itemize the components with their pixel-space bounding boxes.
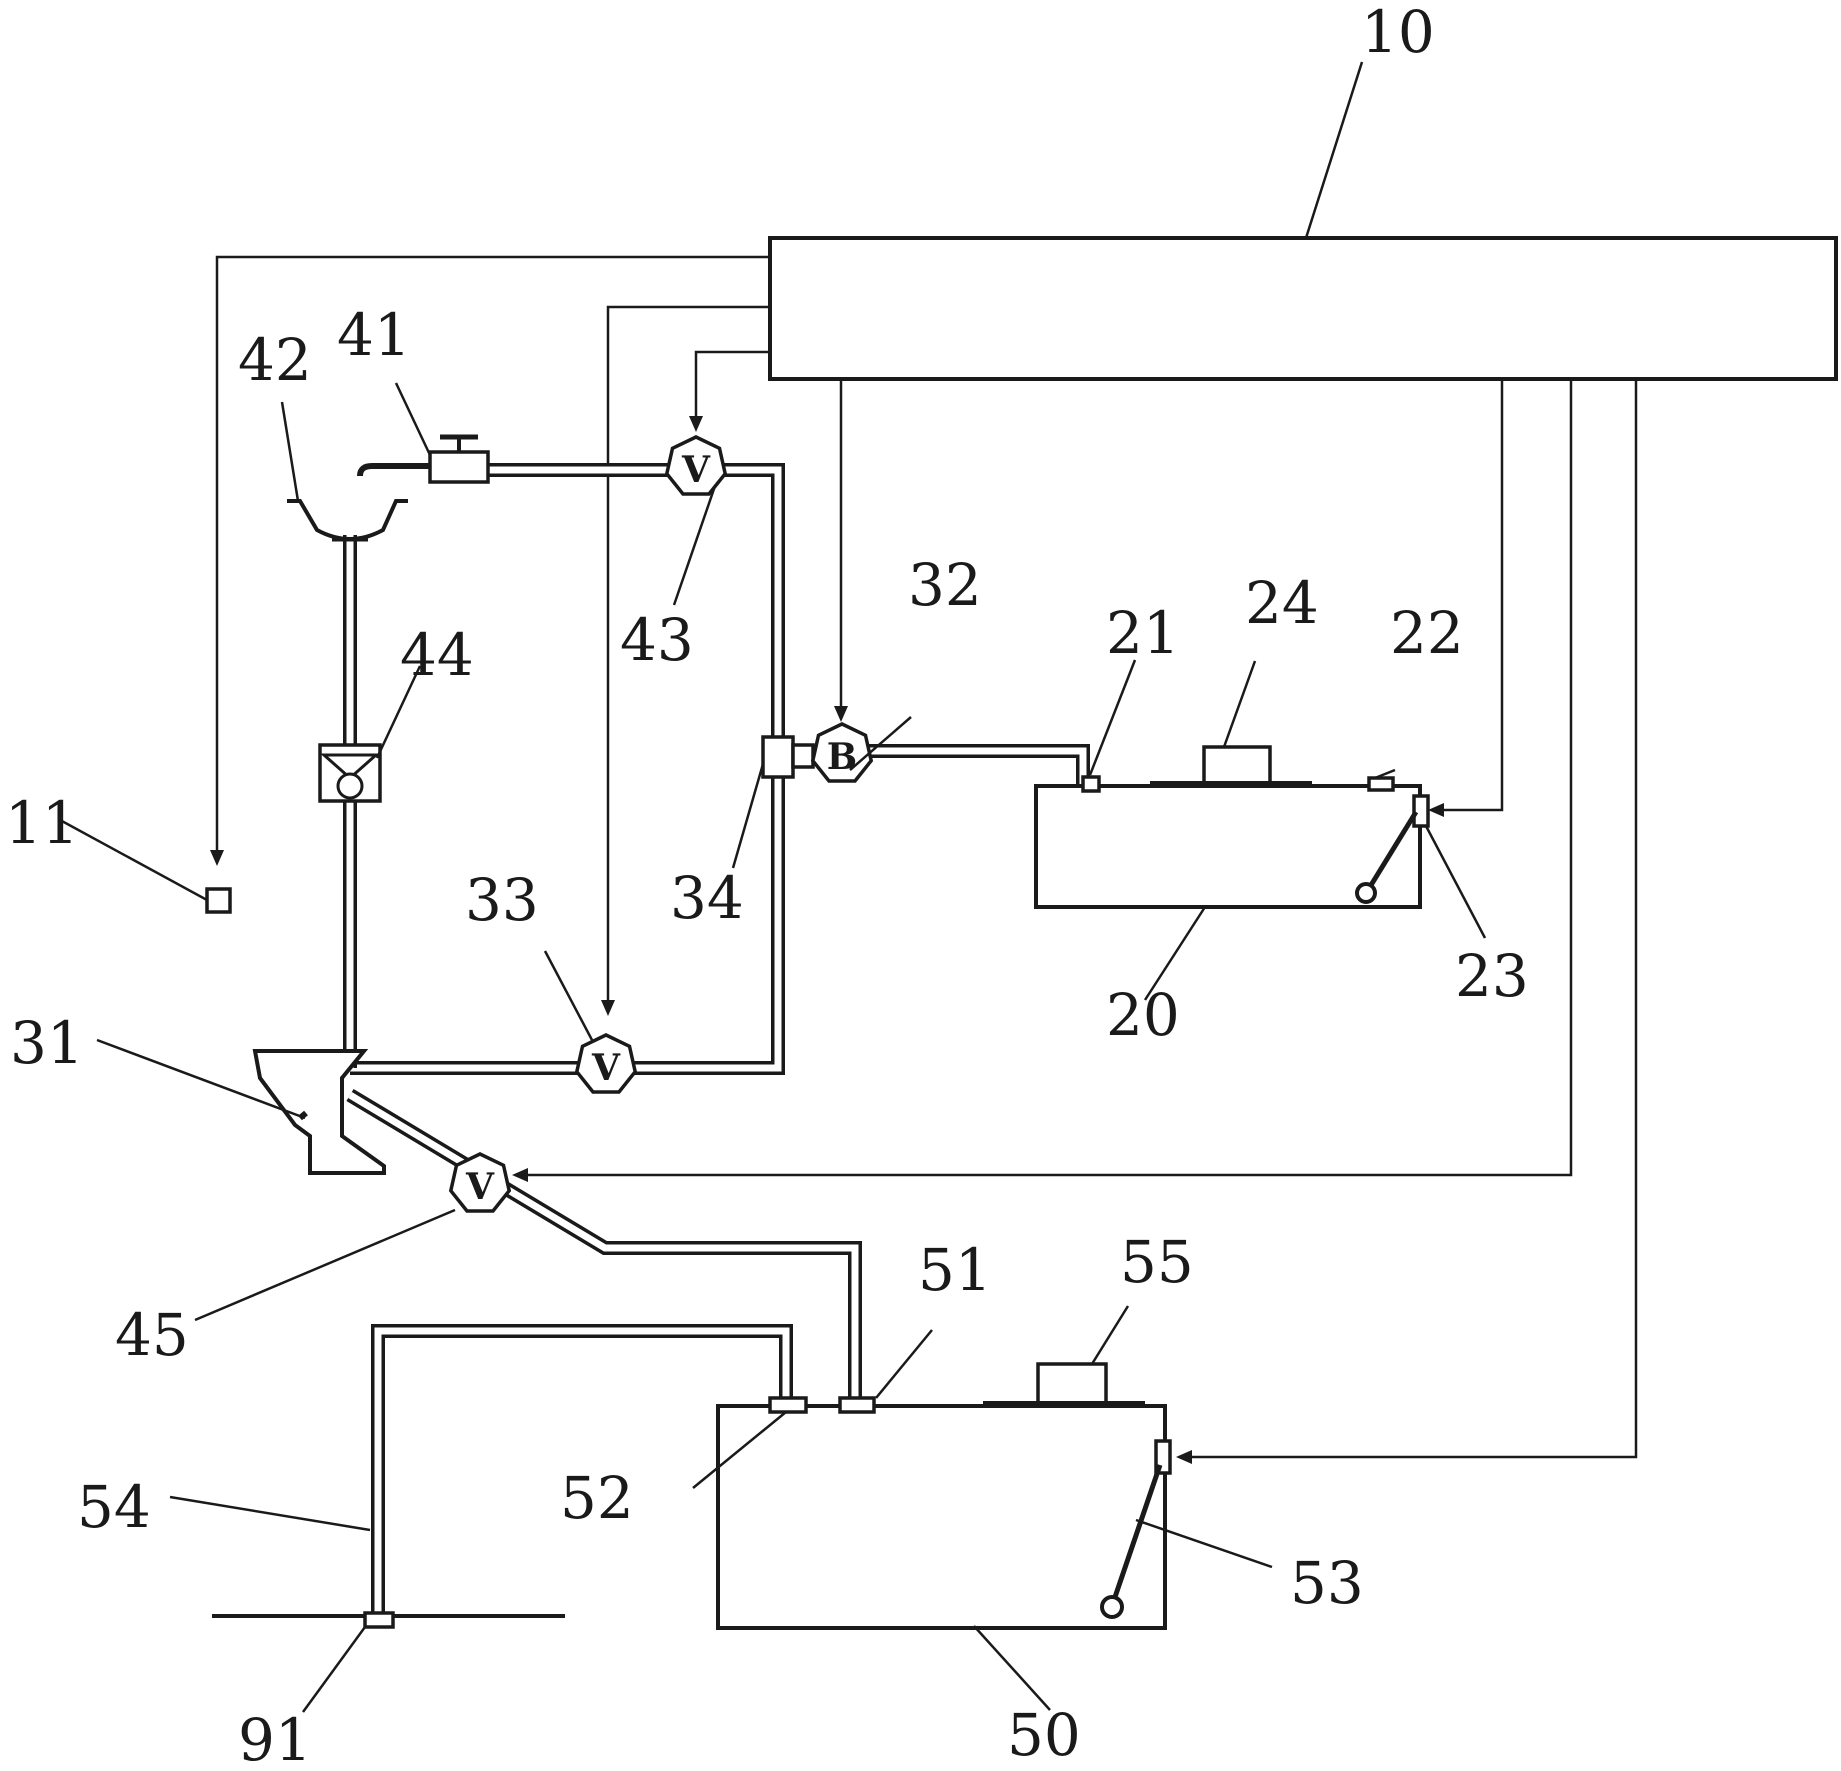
- basin-42: [287, 499, 408, 542]
- label-43: 43: [620, 606, 694, 674]
- label-44: 44: [400, 621, 474, 689]
- label-34: 34: [670, 864, 744, 932]
- ground-91: [212, 1611, 565, 1629]
- label-51: 51: [918, 1236, 992, 1304]
- label-33: 33: [465, 866, 539, 934]
- label-53: 53: [1290, 1549, 1364, 1617]
- valve-33: V: [574, 1033, 638, 1094]
- tank-20: [1034, 745, 1430, 909]
- sensor-11: [205, 887, 232, 914]
- label-91: 91: [238, 1706, 312, 1771]
- label-21: 21: [1106, 599, 1180, 667]
- check-valve-44: [318, 743, 382, 803]
- tee-34: [761, 735, 815, 779]
- valve-45-symbol: V: [465, 1166, 495, 1208]
- label-24: 24: [1245, 569, 1319, 637]
- label-32: 32: [908, 551, 982, 619]
- outlet-52: [768, 1396, 808, 1414]
- faucet-41: [357, 434, 490, 484]
- inlet-21: [1081, 775, 1101, 793]
- label-50: 50: [1007, 1701, 1081, 1769]
- label-23: 23: [1455, 942, 1529, 1010]
- inlet-51: [838, 1396, 876, 1414]
- valve-43: V: [664, 435, 728, 496]
- label-52: 52: [560, 1464, 634, 1532]
- valve-45: V: [448, 1152, 512, 1213]
- reference-numerals: 10 11 20 21 22 23 24 31 32 33 34 41 42 4…: [5, 0, 1529, 1771]
- leader-lines: [59, 61, 1487, 1713]
- label-55: 55: [1120, 1228, 1194, 1296]
- pump-32-symbol: B: [827, 736, 857, 778]
- level-sensor-23: [1412, 794, 1430, 828]
- vent-22: [1367, 776, 1395, 792]
- label-42: 42: [238, 326, 312, 394]
- label-22: 22: [1390, 599, 1464, 667]
- label-20: 20: [1106, 981, 1180, 1049]
- label-45: 45: [115, 1301, 189, 1369]
- label-11: 11: [5, 789, 79, 857]
- valve-33-symbol: V: [591, 1047, 621, 1089]
- signal-lines: [210, 255, 1638, 1464]
- label-10: 10: [1361, 0, 1435, 66]
- label-41: 41: [337, 301, 411, 369]
- valve-43-symbol: V: [681, 449, 711, 491]
- label-31: 31: [10, 1009, 84, 1077]
- pump-32: B: [810, 722, 874, 783]
- label-54: 54: [77, 1473, 151, 1541]
- controller-10: [768, 236, 1838, 381]
- tank-50: [716, 1362, 1172, 1630]
